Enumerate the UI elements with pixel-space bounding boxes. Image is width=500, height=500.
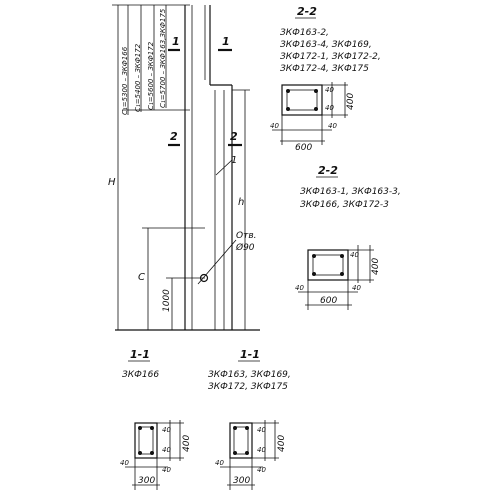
- c1-height-4: C₁=5700 – ЗКФ163,ЗКФ175: [159, 8, 167, 108]
- dim-40-c: 40: [350, 251, 359, 259]
- section-2-2-top-marks-1: ЗКФ163-2,: [280, 28, 329, 38]
- section-2-mark-left: 2: [170, 130, 178, 143]
- dim-300: 300: [138, 476, 155, 486]
- dim-40-d: 40: [162, 446, 171, 454]
- dim-40-d: 40: [325, 104, 334, 112]
- column-elevation: H C₁=5300 – ЗКФ166 C₁=5400 – ЗКФ172 C₁=5…: [108, 4, 260, 331]
- dim-300: 300: [233, 476, 250, 486]
- dim-40-a: 40: [295, 284, 304, 292]
- section-1-1-right: 1-1 ЗКФ163, ЗКФ169, ЗКФ172, ЗКФ175 40 40…: [208, 348, 291, 490]
- section-2-2-mid-title: 2-2: [318, 164, 338, 177]
- section-1-1-left-marks-1: ЗКФ166: [122, 370, 159, 380]
- dim-400: 400: [277, 435, 287, 452]
- section-1-mark-left: 1: [172, 35, 180, 48]
- dim-600: 600: [320, 296, 337, 306]
- section-2-2-mid-marks-1: ЗКФ163-1, ЗКФ163-3,: [300, 187, 401, 197]
- section-2-2-mid: 2-2 ЗКФ163-1, ЗКФ163-3, ЗКФ166, ЗКФ172-3…: [295, 164, 401, 310]
- section-2-2-top-title: 2-2: [297, 5, 317, 18]
- section-1-1-left-outline: [134, 422, 158, 459]
- dim-400: 400: [182, 435, 192, 452]
- dim-40-b: 40: [328, 122, 337, 130]
- section-1-1-right-outline: [229, 422, 253, 459]
- dim-40-b: 40: [162, 466, 171, 474]
- dim-40-d: 40: [257, 446, 266, 454]
- height-label: H: [108, 177, 116, 188]
- section-2-2-top: 2-2 ЗКФ163-2, ЗКФ163-4, ЗКФ169, ЗКФ172-1…: [270, 5, 381, 153]
- dim-c: C: [138, 272, 145, 283]
- c1-height-3: C₁=5600 – ЗКФ172: [147, 41, 155, 110]
- c1-height-2: C₁=5400 – ЗКФ172: [134, 43, 142, 112]
- dim-40-c: 40: [162, 426, 171, 434]
- hole-diameter: Ø90: [235, 242, 255, 253]
- dim-400: 400: [371, 258, 381, 275]
- section-2-2-top-outline: [281, 84, 323, 116]
- dim-1000: 1000: [162, 289, 172, 312]
- section-1-1-left-title: 1-1: [130, 348, 150, 361]
- section-1-1-right-marks-2: ЗКФ172, ЗКФ175: [208, 382, 288, 392]
- section-1-1-right-marks-1: ЗКФ163, ЗКФ169,: [208, 370, 291, 380]
- section-2-2-top-marks-2: ЗКФ163-4, ЗКФ169,: [280, 40, 372, 50]
- dim-40-b: 40: [257, 466, 266, 474]
- dim-40-c: 40: [325, 86, 334, 94]
- dim-40-a: 40: [215, 459, 224, 467]
- section-1-1-left: 1-1 ЗКФ166 40 40 400 40 40 300: [120, 348, 192, 490]
- dim-40-a: 40: [120, 459, 129, 467]
- section-1-1-right-title: 1-1: [240, 348, 260, 361]
- dim-h: h: [238, 197, 244, 208]
- dim-40-c: 40: [257, 426, 266, 434]
- dim-40-b: 40: [352, 284, 361, 292]
- section-2-mark-right: 2: [230, 130, 238, 143]
- hole-circle: [199, 273, 209, 283]
- section-1-mark-right: 1: [222, 35, 230, 48]
- section-2-2-top-marks-4: ЗКФ172-4, ЗКФ175: [280, 64, 369, 74]
- dim-600: 600: [295, 143, 312, 153]
- dim-400: 400: [346, 93, 356, 110]
- section-2-2-mid-outline: [307, 249, 349, 281]
- section-2-2-top-marks-3: ЗКФ172-1, ЗКФ172-2,: [280, 52, 381, 62]
- section-2-2-mid-marks-2: ЗКФ166, ЗКФ172-3: [300, 200, 389, 210]
- c1-height-1: C₁=5300 – ЗКФ166: [121, 46, 129, 115]
- dim-40-a: 40: [270, 122, 279, 130]
- callout-1: 1: [231, 155, 237, 166]
- hole-label: Отв.: [236, 231, 257, 241]
